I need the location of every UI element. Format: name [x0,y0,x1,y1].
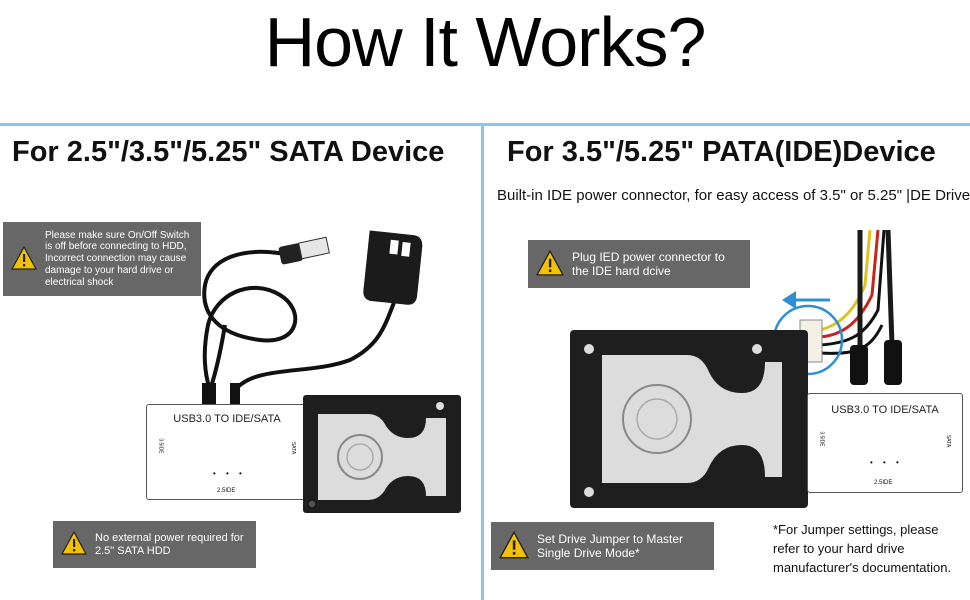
left-device-leds: • • • [213,469,246,478]
left-device-port-label: 2.5IDE [217,488,236,494]
page-title: How It Works? [264,3,707,81]
right-heading: For 3.5"/5.25" PATA(IDE)Device [507,136,936,168]
right-warning-top: Plug IED power connector to the IDE hard… [528,240,750,288]
left-warning-bottom-text: No external power required for 2.5" SATA… [95,531,244,557]
power-adapter-icon [363,230,423,305]
right-device-side-left: 3.5IDE [818,431,825,447]
warning-icon [10,245,38,273]
right-warning-bottom-text: Set Drive Jumper to Master Single Drive … [537,531,684,560]
left-heading: For 2.5"/3.5"/5.25" SATA Device [12,136,445,168]
left-cables-illustration [202,230,423,405]
warning-icon [60,530,88,558]
right-warning-top-text: Plug IED power connector to the IDE hard… [572,249,725,278]
left-device-side-left: 3.5IDE [157,438,164,454]
left-warning-bottom: No external power required for 2.5" SATA… [53,521,256,568]
right-device-label: USB3.0 TO IDE/SATA [831,404,939,416]
left-device-side-right: SATA [290,441,297,455]
right-device-side-right: SATA [945,434,952,448]
vertical-divider [481,126,484,600]
hard-drive-icon [570,330,808,508]
left-warning-top-text: Please make sure On/Off Switch is off be… [45,229,190,288]
horizontal-divider [0,123,970,126]
right-converter-device: USB3.0 TO IDE/SATA 3.5IDE SATA • • • 2.5… [807,393,963,493]
left-converter-device: USB3.0 TO IDE/SATA 3.5IDE SATA • • • 2.5… [146,404,308,500]
warning-icon [535,249,565,279]
left-hard-drive [303,395,461,513]
warning-icon [498,530,530,562]
right-caption: Built-in IDE power connector, for easy a… [497,187,970,204]
left-device-label: USB3.0 TO IDE/SATA [173,413,281,425]
hard-drive-icon [303,395,461,513]
right-device-leds: • • • [870,458,903,467]
right-hard-drive [570,330,808,508]
right-device-port-label: 2.5IDE [874,480,893,486]
jumper-note: *For Jumper settings, please refer to yo… [773,522,952,575]
arrow-left-icon [782,291,830,309]
left-warning-top: Please make sure On/Off Switch is off be… [3,222,201,296]
right-warning-bottom: Set Drive Jumper to Master Single Drive … [491,522,714,570]
usb-plug-icon [278,236,330,265]
